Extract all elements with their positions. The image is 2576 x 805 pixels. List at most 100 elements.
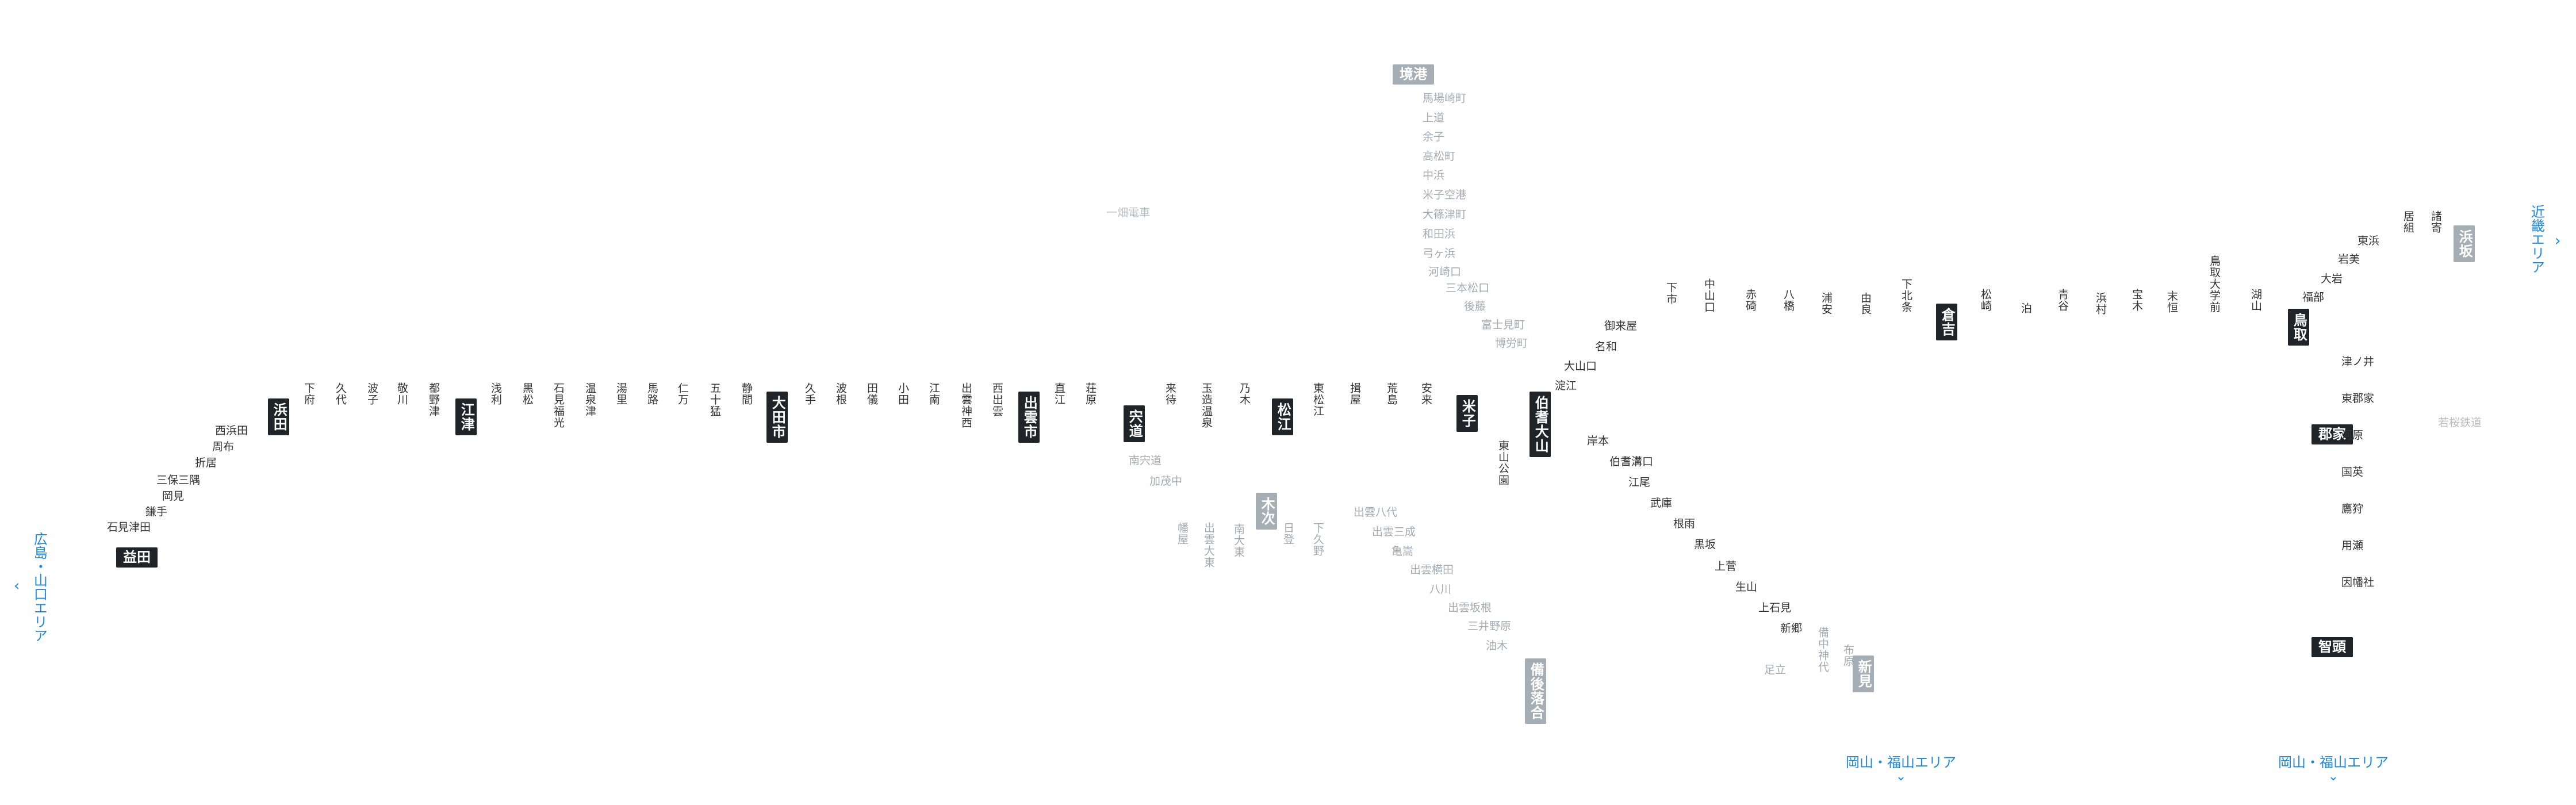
station-sanin_kinki-5[interactable]: 諸寄 — [2429, 210, 2442, 233]
station-hakubi-13[interactable]: 布原 — [1842, 644, 1854, 667]
station-hakubi-8[interactable]: 生山 — [1735, 581, 1758, 593]
station-hakubi-2[interactable]: 伯耆溝口 — [1609, 455, 1654, 468]
station-hakubi-4[interactable]: 武庫 — [1650, 497, 1673, 509]
station-sanin_west-14[interactable]: 久手 — [803, 382, 816, 405]
station-sanin_west-17[interactable]: 小田 — [896, 382, 909, 405]
station-sanin_west-0[interactable]: 下府 — [302, 382, 315, 405]
station-sakai-4[interactable]: 中浜 — [1423, 169, 1445, 182]
station-hakubi-6[interactable]: 黒坂 — [1694, 538, 1716, 551]
station-kisuki-8[interactable]: 出雲三成 — [1372, 526, 1416, 538]
station-hakubi-12[interactable]: 備中神代 — [1816, 627, 1829, 673]
station-sakai-6[interactable]: 大篠津町 — [1423, 208, 1467, 221]
station-daisen-0[interactable]: 淀江 — [1555, 379, 1577, 392]
station-sanin_west-28[interactable]: 荒島 — [1385, 382, 1398, 405]
station-sakai-3[interactable]: 高松町 — [1423, 150, 1456, 163]
station-sanin_east-6[interactable]: 下北条 — [1900, 278, 1912, 313]
station-kisuki-2[interactable]: 幡屋 — [1176, 522, 1189, 545]
station-sanin_west-24[interactable]: 玉造温泉 — [1200, 382, 1213, 428]
station-inbi-0[interactable]: 津ノ井 — [2341, 355, 2375, 368]
station-sanin_west-15[interactable]: 波根 — [834, 382, 847, 405]
station-sakai-13[interactable]: 博労町 — [1495, 337, 1528, 350]
kinki-area-link[interactable]: 近畿エリア — [2528, 205, 2544, 274]
station-yamaguchi-3[interactable]: 三保三隅 — [156, 474, 201, 486]
station-kisuki[interactable]: 木次 — [1256, 493, 1278, 530]
station-kisuki-0[interactable]: 南宍道 — [1129, 454, 1162, 467]
station-sanin_west-1[interactable]: 久代 — [334, 382, 347, 405]
station-hakubi-9[interactable]: 上石見 — [1758, 601, 1792, 614]
station-matsue[interactable]: 松江 — [1272, 398, 1294, 435]
station-kisuki-12[interactable]: 出雲坂根 — [1448, 601, 1492, 614]
station-hakubi-0[interactable]: 東山公園 — [1497, 440, 1509, 486]
station-sanin_kinki-4[interactable]: 居組 — [2402, 210, 2414, 233]
station-inbi-6[interactable]: 因幡社 — [2341, 576, 2375, 589]
station-sanin_west-10[interactable]: 馬路 — [646, 382, 658, 405]
station-sanin_east-13[interactable]: 鳥取大学前 — [2208, 255, 2221, 313]
station-shinji[interactable]: 宍道 — [1124, 405, 1145, 442]
station-sanin_west-23[interactable]: 来待 — [1164, 382, 1176, 405]
station-hamasaka[interactable]: 浜坂 — [2454, 225, 2475, 262]
station-hakubi-7[interactable]: 上菅 — [1715, 560, 1737, 573]
station-kisuki-3[interactable]: 出雲大東 — [1202, 522, 1215, 568]
station-daisen-2[interactable]: 名和 — [1595, 340, 1617, 353]
station-sakai-5[interactable]: 米子空港 — [1423, 189, 1467, 201]
station-sanin_east-5[interactable]: 由良 — [1859, 292, 1872, 315]
station-sanin_east-10[interactable]: 浜村 — [2094, 292, 2107, 315]
station-kisuki-6[interactable]: 下久野 — [1312, 522, 1324, 557]
station-inbi-3[interactable]: 国英 — [2341, 466, 2364, 478]
station-hakubi-11[interactable]: 足立 — [1764, 664, 1787, 676]
station-sanin_west-19[interactable]: 出雲神西 — [960, 382, 972, 428]
station-daisen-1[interactable]: 大山口 — [1564, 360, 1597, 373]
station-hoki-daisen[interactable]: 伯耆大山 — [1529, 392, 1551, 457]
station-hamada[interactable]: 浜田 — [268, 398, 290, 435]
station-sakai-7[interactable]: 和田浜 — [1423, 228, 1456, 240]
station-sanin_east-11[interactable]: 宝木 — [2130, 289, 2143, 312]
station-kisuki-13[interactable]: 三井野原 — [1467, 620, 1512, 632]
station-gotsu[interactable]: 江津 — [455, 398, 477, 435]
station-koge[interactable]: 郡家 — [2312, 424, 2353, 445]
station-kisuki-5[interactable]: 日登 — [1282, 522, 1294, 545]
station-sanin_west-8[interactable]: 温泉津 — [584, 382, 596, 417]
station-inbi-2[interactable]: 河原 — [2341, 429, 2364, 442]
station-inbi-5[interactable]: 用瀬 — [2341, 539, 2364, 552]
station-sanin_west-16[interactable]: 田儀 — [865, 382, 878, 405]
station-kisuki-10[interactable]: 出雲横田 — [1410, 564, 1454, 576]
station-yamaguchi-4[interactable]: 折居 — [195, 457, 217, 469]
station-hakubi-1[interactable]: 岸本 — [1587, 435, 1609, 447]
station-sanin_west-11[interactable]: 仁万 — [676, 382, 689, 405]
chevron-right-icon[interactable]: › — [2555, 232, 2561, 250]
station-daisen-3[interactable]: 御来屋 — [1604, 320, 1638, 332]
station-yamaguchi-0[interactable]: 石見津田 — [107, 521, 151, 534]
station-izumoshi[interactable]: 出雲市 — [1018, 392, 1040, 443]
station-sakaiminato[interactable]: 境港 — [1393, 64, 1434, 85]
station-sanin_west-4[interactable]: 都野津 — [427, 382, 440, 417]
station-sanin_west-3[interactable]: 敬川 — [396, 382, 408, 405]
station-hakubi-10[interactable]: 新郷 — [1780, 622, 1803, 635]
station-sanin_west-6[interactable]: 黒松 — [521, 382, 534, 405]
station-sanin_east-3[interactable]: 八橋 — [1782, 289, 1795, 312]
station-sanin_west-7[interactable]: 石見福光 — [552, 382, 565, 428]
station-kurayoshi[interactable]: 倉吉 — [1936, 304, 1958, 340]
station-kisuki-7[interactable]: 出雲八代 — [1354, 506, 1398, 519]
station-sanin_west-26[interactable]: 東松江 — [1312, 382, 1324, 417]
station-sakai-9[interactable]: 河崎口 — [1428, 266, 1462, 278]
okayama-fukuyama-area-link-1[interactable]: 岡山・福山エリア ⌄ — [1846, 755, 1956, 784]
station-kisuki-11[interactable]: 八川 — [1429, 583, 1452, 596]
station-kisuki-9[interactable]: 亀嵩 — [1392, 545, 1414, 558]
station-sakai-0[interactable]: 馬場崎町 — [1423, 92, 1467, 105]
station-sanin_east-7[interactable]: 松崎 — [1979, 289, 1992, 312]
station-sanin_west-2[interactable]: 波子 — [366, 382, 378, 405]
station-sanin_west-22[interactable]: 荘原 — [1084, 382, 1097, 405]
station-kisuki-4[interactable]: 南大東 — [1232, 523, 1245, 558]
station-kisuki-1[interactable]: 加茂中 — [1149, 475, 1183, 488]
station-sakai-8[interactable]: 弓ヶ浜 — [1423, 247, 1456, 260]
station-hakubi-5[interactable]: 根雨 — [1673, 518, 1696, 530]
station-sanin_west-29[interactable]: 安来 — [1420, 382, 1432, 405]
station-sakai-2[interactable]: 余子 — [1423, 131, 1445, 143]
station-sanin_west-9[interactable]: 湯里 — [615, 382, 627, 405]
station-sanin_east-1[interactable]: 中山口 — [1703, 278, 1715, 313]
station-masuda[interactable]: 益田 — [116, 547, 158, 568]
station-yamaguchi-2[interactable]: 岡見 — [162, 490, 185, 503]
station-sanin_kinki-1[interactable]: 大岩 — [2321, 273, 2343, 285]
station-sanin_east-4[interactable]: 浦安 — [1820, 292, 1833, 315]
station-sanin_kinki-0[interactable]: 福部 — [2302, 291, 2325, 304]
